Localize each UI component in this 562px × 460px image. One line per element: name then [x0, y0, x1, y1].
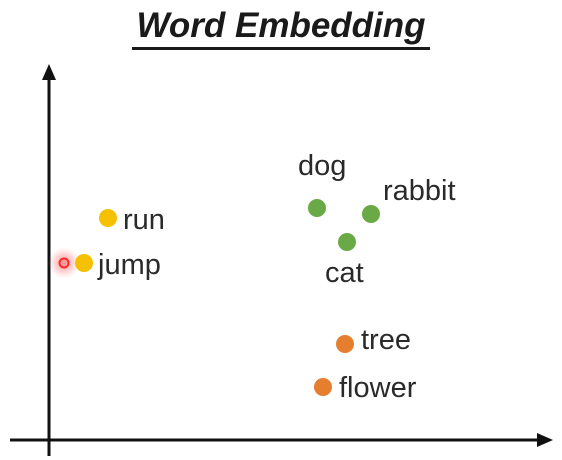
- word-label-cat: cat: [325, 257, 364, 289]
- word-label-run: run: [123, 204, 165, 236]
- x-axis-arrow-icon: [537, 433, 553, 447]
- cursor-highlight: [48, 247, 80, 279]
- word-label-flower: flower: [339, 372, 417, 404]
- word-label-dog: dog: [298, 150, 346, 182]
- orange-dot-icon: [314, 378, 332, 396]
- word-point-flower: flower: [314, 372, 417, 404]
- green-dot-icon: [362, 205, 380, 223]
- green-dot-icon: [308, 199, 326, 217]
- word-point-run: run: [99, 204, 165, 236]
- word-point-rabbit: rabbit: [362, 175, 456, 223]
- yellow-dot-icon: [99, 209, 117, 227]
- cursor-dot-icon: [58, 257, 70, 269]
- word-point-cat: cat: [325, 233, 364, 289]
- word-label-rabbit: rabbit: [383, 175, 456, 207]
- word-point-dog: dog: [298, 150, 346, 217]
- green-dot-icon: [338, 233, 356, 251]
- word-label-tree: tree: [361, 324, 411, 356]
- y-axis-arrow-icon: [42, 64, 56, 80]
- page-title: Word Embedding: [0, 4, 562, 50]
- word-point-tree: tree: [336, 324, 411, 356]
- page-title-text: Word Embedding: [132, 5, 430, 50]
- word-label-jump: jump: [97, 249, 161, 281]
- word-point-jump: jump: [75, 249, 161, 281]
- yellow-dot-icon: [75, 254, 93, 272]
- orange-dot-icon: [336, 335, 354, 353]
